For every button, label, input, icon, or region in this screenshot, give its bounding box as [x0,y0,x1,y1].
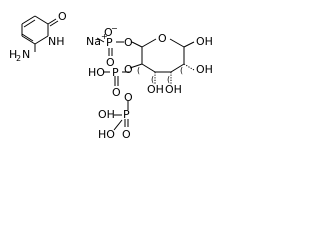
sodium-charge: + [101,32,108,41]
stereo-label-c5: ( [137,66,140,75]
ring-hydroxyl-2: OH [196,63,213,76]
phosphate-3-oxo: O [122,128,131,141]
phosphorus-1: P [106,36,113,49]
amine-nitrogen: N [22,48,30,61]
chemical-structure-diagram: O NH H 2 N Na + O OH OH OH OH ( ( ( ( O … [9,10,213,141]
ring-oxygen: O [158,32,167,45]
amine-hydrogen: H [9,48,17,61]
phosphate-3-hydroxyl-1: OH [98,108,115,121]
phosphate-2-hydroxyl: HO [88,66,105,79]
stereo-label-c2: ( [180,66,183,75]
oxygen-charge: − [111,24,118,33]
phosphate-3-hydroxyl-2: HO [98,128,115,141]
stereo-label-c3: ( [167,75,170,84]
ring-hydroxyl-4: OH [165,83,182,96]
ring-nitrogen-h: NH [48,35,65,48]
keto-oxygen: O [58,10,67,23]
stereo-label-c4: ( [151,75,154,84]
phosphate-3-bonds [113,101,129,131]
phosphate-1-oxo: O [106,56,115,69]
sugar-ring [129,38,195,84]
sodium-ion: Na [86,35,101,48]
cytosine-ring [21,15,59,52]
phosphate-1-bonds [96,37,124,56]
phosphate-2-oxo: O [112,86,121,99]
amine-subscript: 2 [16,54,21,63]
phosphate-3-ester-oxygen: O [124,91,133,104]
phosphate-2-ester-oxygen: O [124,63,133,76]
ring-hydroxyl-1: OH [196,35,213,48]
phosphorus-2: P [112,66,119,79]
ring-hydroxyl-3: OH [147,83,164,96]
phosphate-1-ester-oxygen: O [124,36,133,49]
phosphorus-3: P [123,108,130,121]
phosphate-1-anion-oxygen: O [104,26,113,39]
phosphate-2-bonds [103,71,130,86]
